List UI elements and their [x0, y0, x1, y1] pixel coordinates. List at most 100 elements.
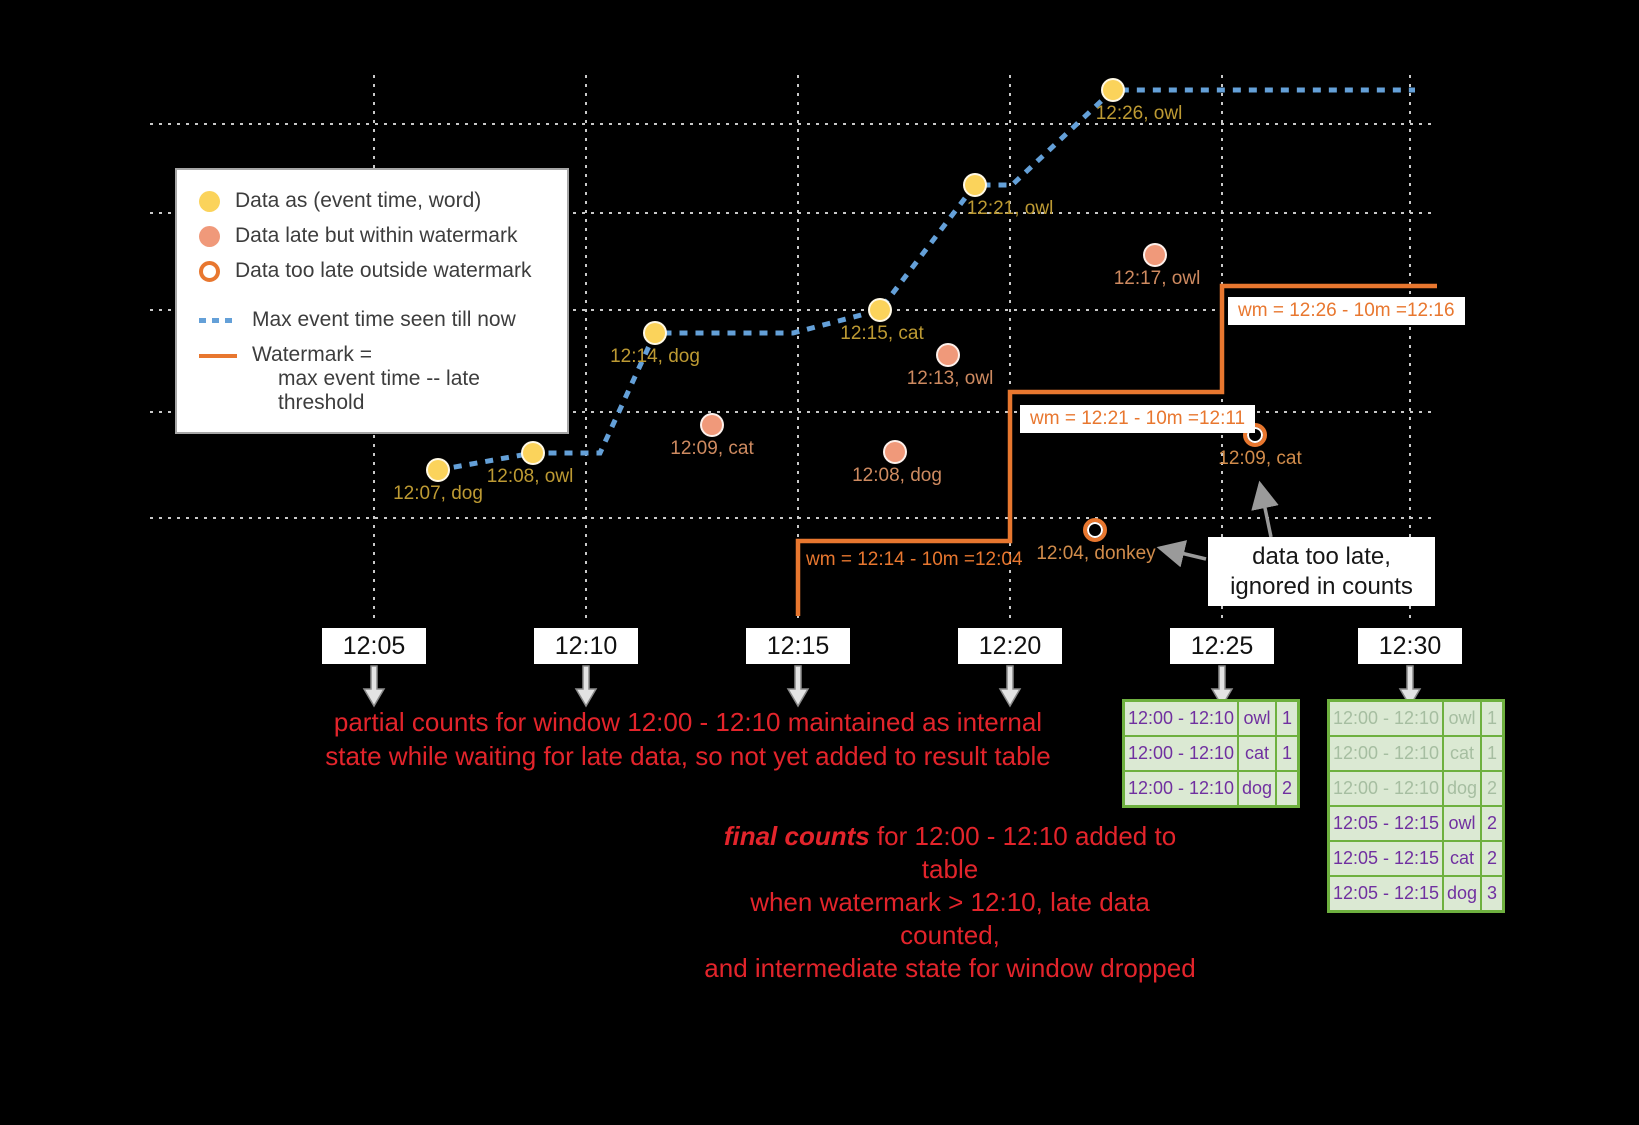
result-cell-count: 1	[1277, 702, 1297, 735]
final-counts-note-line3: and intermediate state for window droppe…	[704, 953, 1196, 983]
gridline-horizontal	[150, 517, 1437, 519]
result-cell-word: cat	[1444, 842, 1480, 875]
trigger-arrows	[362, 665, 1422, 708]
partial-counts-note: partial counts for window 12:00 - 12:10 …	[288, 705, 1088, 773]
data-point-label: 12:14, dog	[610, 346, 700, 367]
result-cell-count: 2	[1482, 772, 1502, 805]
legend-item-label: Data late but within watermark	[235, 224, 518, 247]
result-cell-window: 12:05 - 12:15	[1330, 877, 1442, 910]
data-point-label: 12:21, owl	[966, 198, 1054, 219]
gridline-vertical	[1409, 75, 1411, 618]
watermark-value-label: wm = 12:14 - 10m =12:04	[806, 549, 1023, 570]
gridline-horizontal	[150, 411, 1437, 413]
toolate-circle-icon	[199, 260, 220, 282]
result-cell-word: owl	[1444, 807, 1480, 840]
final-counts-emphasis: final counts	[723, 821, 870, 851]
result-cell-word: owl	[1239, 702, 1275, 735]
result-cell-word: owl	[1444, 702, 1480, 735]
data-point-label: 12:08, dog	[852, 465, 942, 486]
result-cell-word: cat	[1444, 737, 1480, 770]
legend: Data as (event time, word) Data late but…	[175, 168, 569, 434]
final-counts-note-line1: final counts for 12:00 - 12:10 added to …	[700, 820, 1200, 886]
data-point-toolate	[1083, 518, 1107, 542]
max-event-time-line	[437, 87, 1415, 473]
legend-item-label: Watermark = max event time -- late thres…	[252, 343, 549, 415]
too-late-callout-line2: ignored in counts	[1230, 572, 1413, 600]
data-point-late	[700, 413, 724, 437]
partial-counts-note-line2: state while waiting for late data, so no…	[325, 741, 1051, 771]
gridline-vertical	[585, 75, 587, 618]
result-cell-word: dog	[1444, 877, 1480, 910]
legend-item-max-event-line: Max event time seen till now	[199, 308, 549, 332]
result-cell-window: 12:00 - 12:10	[1125, 772, 1237, 805]
data-point-late	[1143, 243, 1167, 267]
watermark-label-line1: Watermark =	[252, 343, 372, 366]
result-cell-count: 1	[1482, 702, 1502, 735]
gridline-horizontal	[150, 309, 1437, 311]
data-point-label: 12:17, owl	[1113, 268, 1201, 289]
partial-counts-note-line1: partial counts for window 12:00 - 12:10 …	[333, 707, 1043, 737]
late-dot-icon	[199, 225, 220, 247]
too-late-callout-line1: data too late,	[1252, 542, 1391, 570]
gridline-vertical	[1009, 75, 1011, 618]
watermark-value-label: wm = 12:26 - 10m =12:16	[1228, 297, 1465, 325]
trigger-arrow-icon	[998, 665, 1022, 708]
trigger-arrow-icon	[786, 665, 810, 708]
axis-tick-12:15: 12:15	[746, 628, 850, 664]
too-late-callout: data too late, ignored in counts	[1208, 537, 1435, 606]
result-cell-window: 12:00 - 12:10	[1125, 737, 1237, 770]
trigger-arrow-icon	[1398, 665, 1422, 708]
trigger-arrow-icon	[1210, 665, 1234, 708]
result-cell-word: cat	[1239, 737, 1275, 770]
result-cell-window: 12:05 - 12:15	[1330, 807, 1442, 840]
data-point-label: 12:09, cat	[670, 438, 754, 459]
gridline-horizontal	[150, 212, 1437, 214]
orange-line-icon	[199, 354, 237, 358]
data-point-ontime	[1101, 78, 1125, 102]
axis-tick-12:05: 12:05	[322, 628, 426, 664]
axis-tick-12:10: 12:10	[534, 628, 638, 664]
data-point-label: 12:15, cat	[840, 323, 924, 344]
data-point-label: 12:26, owl	[1095, 103, 1183, 124]
result-cell-window: 12:00 - 12:10	[1330, 737, 1442, 770]
legend-item-ontime: Data as (event time, word)	[199, 189, 549, 213]
data-point-ontime	[643, 321, 667, 345]
result-cell-window: 12:05 - 12:15	[1330, 842, 1442, 875]
data-point-ontime	[868, 298, 892, 322]
axis-tick-12:20: 12:20	[958, 628, 1062, 664]
result-cell-count: 1	[1277, 737, 1297, 770]
data-point-label: 12:13, owl	[906, 368, 994, 389]
watermark-line	[795, 283, 1437, 616]
data-point-label: 12:09, cat	[1218, 448, 1302, 469]
data-point-ontime	[521, 441, 545, 465]
axis-tick-12:30: 12:30	[1358, 628, 1462, 664]
trigger-arrow-icon	[574, 665, 598, 708]
result-cell-word: dog	[1239, 772, 1275, 805]
gridline-vertical	[797, 75, 799, 618]
data-point-label: 12:08, owl	[486, 466, 574, 487]
data-point-late	[936, 343, 960, 367]
legend-item-late: Data late but within watermark	[199, 224, 549, 248]
final-counts-note: final counts for 12:00 - 12:10 added to …	[700, 820, 1200, 985]
result-cell-word: dog	[1444, 772, 1480, 805]
result-cell-count: 2	[1482, 807, 1502, 840]
dotted-blue-line-icon	[199, 317, 237, 323]
result-cell-count: 3	[1482, 877, 1502, 910]
watermark-label-line2: max event time -- late threshold	[278, 367, 480, 414]
result-cell-count: 2	[1482, 842, 1502, 875]
gridline-horizontal	[150, 123, 1437, 125]
axis-tick-12:25: 12:25	[1170, 628, 1274, 664]
result-cell-window: 12:00 - 12:10	[1125, 702, 1237, 735]
